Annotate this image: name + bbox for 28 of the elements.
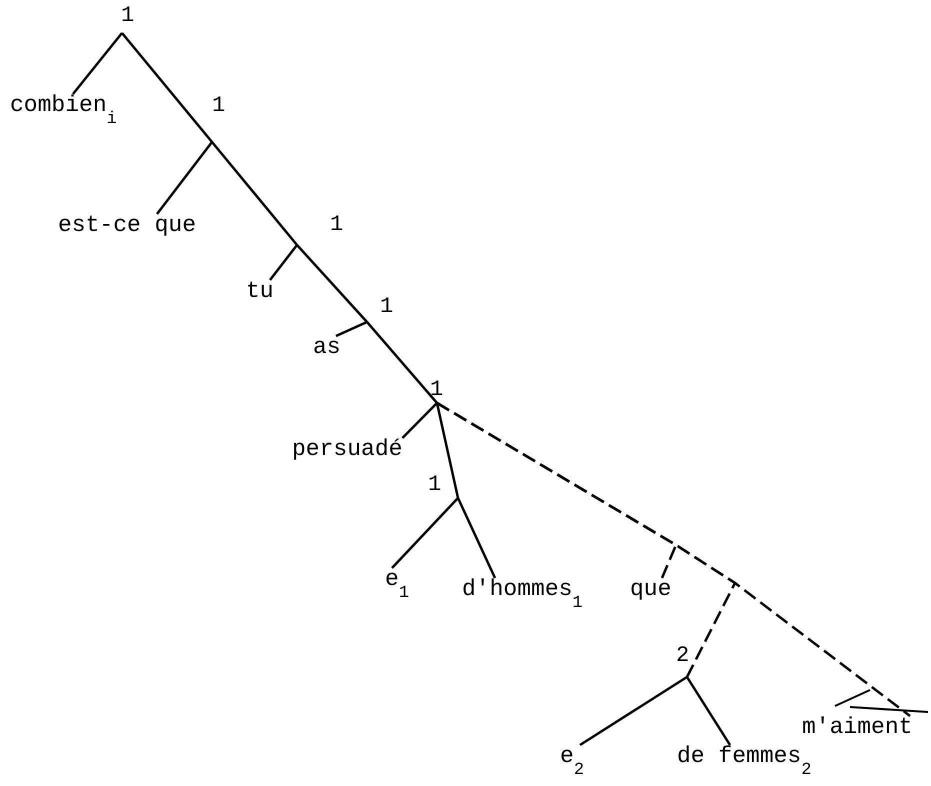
tree-branch <box>686 676 732 746</box>
tree-branch <box>579 676 688 746</box>
tree-branch <box>335 320 368 338</box>
word-label: que <box>630 578 672 601</box>
tree-branch <box>436 402 911 717</box>
word-label: persuadé <box>292 438 402 461</box>
tree-branch <box>391 497 459 569</box>
index-number: 1 <box>380 296 394 318</box>
index-number: 1 <box>428 474 442 496</box>
tree-branch <box>402 402 438 439</box>
word-label: est-ce que <box>58 214 196 237</box>
tree-branch <box>156 141 213 215</box>
word-label: m'aiment <box>802 716 912 739</box>
tree-branch <box>296 244 368 323</box>
index-number: 1 <box>430 379 444 401</box>
tree-branch <box>211 141 298 246</box>
tree-branch <box>72 32 123 95</box>
index-number: 1 <box>121 5 134 27</box>
tree-branch <box>269 244 298 281</box>
index-number: 1 <box>212 95 226 117</box>
tree-branch <box>456 497 496 579</box>
tree-branch <box>121 32 213 143</box>
tree-branch <box>436 402 460 498</box>
index-number: 2 <box>676 645 690 667</box>
index-number: 1 <box>330 214 344 236</box>
tree-branch <box>366 321 438 404</box>
word-label: tu <box>246 280 274 303</box>
word-label: as <box>313 336 341 359</box>
